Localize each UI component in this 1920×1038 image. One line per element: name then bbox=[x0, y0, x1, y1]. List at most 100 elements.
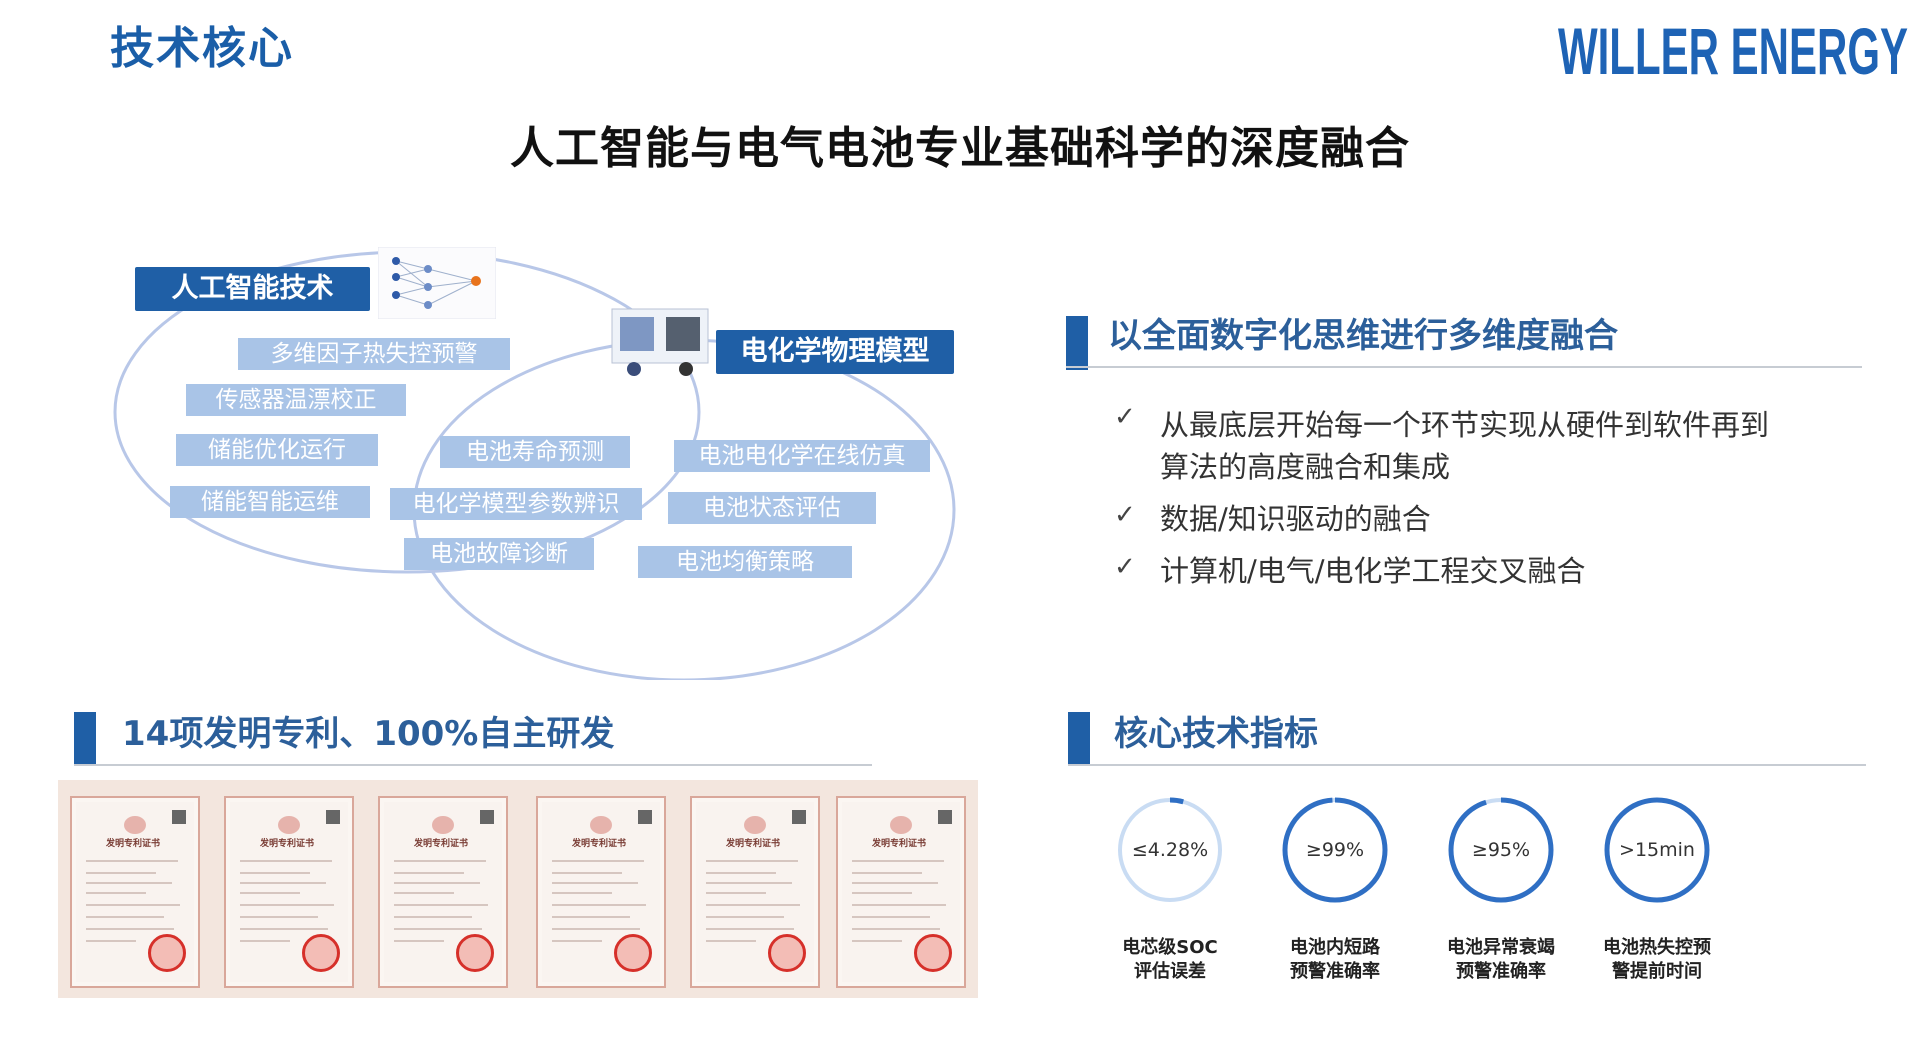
venn-item: 电池寿命预测 bbox=[440, 436, 630, 468]
certificate-text-line bbox=[240, 872, 310, 874]
official-seal-icon bbox=[302, 934, 340, 972]
patent-certificate: 发明专利证书 bbox=[836, 796, 966, 988]
certificate-text-line bbox=[240, 882, 326, 884]
certificate-text-line bbox=[240, 860, 332, 862]
qr-code-icon bbox=[480, 810, 494, 824]
patents-section-title: 14项发明专利、100%自主研发 bbox=[122, 714, 615, 754]
patent-certificate: 发明专利证书 bbox=[690, 796, 820, 988]
certificate-text-line bbox=[706, 940, 756, 942]
metric-label-line: 电芯级SOC bbox=[1122, 937, 1218, 958]
metrics-section-title: 核心技术指标 bbox=[1114, 714, 1318, 754]
certificate-heading: 发明专利证书 bbox=[413, 839, 468, 849]
progress-ring bbox=[1604, 797, 1710, 903]
certificate-text-line bbox=[552, 928, 640, 930]
metric-label-line: 评估误差 bbox=[1134, 961, 1206, 982]
official-seal-icon bbox=[768, 934, 806, 972]
qr-code-icon bbox=[638, 810, 652, 824]
patent-certificate: 发明专利证书 bbox=[70, 796, 200, 988]
qr-code-icon bbox=[326, 810, 340, 824]
certificate-text-line bbox=[552, 860, 644, 862]
certificate-text-line bbox=[86, 904, 180, 906]
certificate-text-line bbox=[852, 928, 940, 930]
certificate-heading: 发明专利证书 bbox=[871, 839, 926, 849]
certificate-text-line bbox=[706, 882, 792, 884]
certificate-text-line bbox=[852, 882, 938, 884]
logo-wordmark: WILLER ENERGY bbox=[1558, 14, 1908, 88]
certificate-text-line bbox=[552, 872, 622, 874]
metric-label-line: 预警准确率 bbox=[1456, 961, 1546, 982]
certificate-text-line bbox=[852, 916, 930, 918]
certificate-text-line bbox=[852, 940, 902, 942]
patent-certificate: 发明专利证书 bbox=[378, 796, 508, 988]
certificate-text-line bbox=[394, 892, 454, 894]
certificate-text-line bbox=[552, 916, 630, 918]
qr-code-icon bbox=[792, 810, 806, 824]
official-seal-icon bbox=[614, 934, 652, 972]
main-subtitle: 人工智能与电气电池专业基础科学的深度融合 bbox=[510, 123, 1410, 174]
section-divider bbox=[1066, 366, 1862, 368]
certificate-heading: 发明专利证书 bbox=[571, 839, 626, 849]
venn-item: 传感器温漂校正 bbox=[186, 384, 406, 416]
check-icon: ✓ bbox=[1114, 500, 1136, 530]
certificate-text-line bbox=[86, 916, 164, 918]
certificate-text-line bbox=[240, 940, 290, 942]
patent-certificates-strip bbox=[58, 780, 978, 998]
section-accent-bar bbox=[1066, 316, 1088, 370]
venn-item: 电池电化学在线仿真 bbox=[674, 440, 930, 472]
metric-label-line: 电池热失控预 bbox=[1603, 937, 1711, 958]
certificate-text-line bbox=[86, 882, 172, 884]
metric-label-line: 电池内短路 bbox=[1290, 937, 1380, 958]
metric-label-line: 警提前时间 bbox=[1612, 961, 1702, 982]
fusion-section-title: 以全面数字化思维进行多维度融合 bbox=[1108, 316, 1618, 356]
emblem-icon bbox=[124, 816, 146, 834]
progress-ring bbox=[1282, 797, 1388, 903]
metric-label: 电芯级SOC 评估误差 bbox=[1090, 936, 1250, 984]
certificate-text-line bbox=[552, 904, 646, 906]
metric-label-line: 电池异常衰竭 bbox=[1447, 937, 1555, 958]
bullet-line: 算法的高度融合和集成 bbox=[1160, 450, 1451, 484]
metric-ring: ≥99% bbox=[1280, 795, 1390, 905]
certificate-text-line bbox=[852, 872, 922, 874]
patent-certificate: 发明专利证书 bbox=[536, 796, 666, 988]
certificate-text-line bbox=[86, 928, 174, 930]
metric-value: ≥95% bbox=[1471, 839, 1531, 861]
venn-item: 储能智能运维 bbox=[170, 486, 370, 518]
certificate-text-line bbox=[852, 892, 912, 894]
certificate-text-line bbox=[706, 872, 776, 874]
certificate-text-line bbox=[86, 872, 156, 874]
fusion-bullet-1: 从最底层开始每一个环节实现从硬件到软件再到 算法的高度融合和集成 bbox=[1160, 404, 1769, 488]
qr-code-icon bbox=[938, 810, 952, 824]
check-icon: ✓ bbox=[1114, 402, 1136, 432]
official-seal-icon bbox=[914, 934, 952, 972]
section-accent-bar bbox=[74, 712, 96, 766]
metric-ring: ≥95% bbox=[1446, 795, 1556, 905]
metric-value: >15min bbox=[1619, 839, 1695, 861]
certificate-heading: 发明专利证书 bbox=[259, 839, 314, 849]
certificate-heading: 发明专利证书 bbox=[105, 839, 160, 849]
emblem-icon bbox=[432, 816, 454, 834]
certificate-text-line bbox=[240, 904, 334, 906]
qr-code-icon bbox=[172, 810, 186, 824]
willer-energy-logo: WILLER ENERGY bbox=[1558, 14, 1908, 88]
progress-ring bbox=[1448, 797, 1554, 903]
check-icon: ✓ bbox=[1114, 552, 1136, 582]
certificate-text-line bbox=[394, 928, 482, 930]
metric-ring: >15min bbox=[1602, 795, 1712, 905]
emblem-icon bbox=[590, 816, 612, 834]
section-accent-bar bbox=[1068, 712, 1090, 766]
certificate-text-line bbox=[240, 928, 328, 930]
metric-label: 电池内短路预警准确率 bbox=[1255, 936, 1415, 984]
fusion-bullet-2: 数据/知识驱动的融合 bbox=[1160, 502, 1431, 536]
page-title: 技术核心 bbox=[110, 23, 294, 74]
certificate-text-line bbox=[86, 860, 178, 862]
metric-ring: ≤4.28% bbox=[1115, 795, 1225, 905]
certificate-text-line bbox=[394, 904, 488, 906]
venn-item: 电池故障诊断 bbox=[404, 538, 594, 570]
emblem-icon bbox=[890, 816, 912, 834]
certificate-text-line bbox=[394, 916, 472, 918]
venn-item: 电池状态评估 bbox=[668, 492, 876, 524]
metric-value: ≤4.28% bbox=[1131, 839, 1209, 861]
venn-item: 电化学模型参数辨识 bbox=[390, 488, 642, 520]
certificate-text-line bbox=[552, 892, 612, 894]
certificate-text-line bbox=[394, 882, 480, 884]
